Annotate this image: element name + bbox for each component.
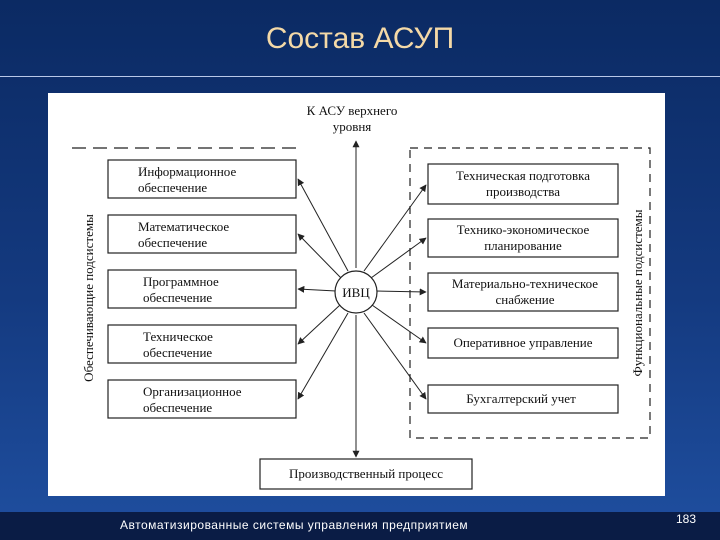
svg-text:Информационное: Информационное [138,164,236,179]
connector-arrows [297,140,427,458]
right-group-frame [409,147,651,439]
svg-text:Производственный процесс: Производственный процесс [289,466,443,481]
diagram-panel: Обеспечивающие подсистемы Функциональные… [48,93,665,496]
top-label-line-2: уровня [333,119,372,134]
left-box-2: Математическое обеспечение [107,214,297,254]
right-group-label: Функциональные подсистемы [630,209,645,376]
svg-text:Техническое: Техническое [143,329,213,344]
svg-text:Организационное: Организационное [143,384,242,399]
svg-text:Оперативное управление: Оперативное управление [453,335,592,350]
svg-text:обеспечение: обеспечение [143,345,212,360]
left-group-label: Обеспечивающие подсистемы [81,214,96,382]
left-box-1: Информационное обеспечение [107,159,297,199]
slide-title: Состав АСУП [265,22,455,55]
right-box-4: Оперативное управление [427,327,619,359]
bottom-box: Производственный процесс [259,458,473,490]
svg-text:ИВЦ: ИВЦ [342,285,370,300]
svg-text:Материально-техническое: Материально-техническое [452,276,598,291]
top-label-line-1: К АСУ верхнего [307,103,398,118]
center-node-ivc: ИВЦ [334,270,378,314]
structure-diagram: Обеспечивающие подсистемы Функциональные… [72,103,651,490]
right-box-1: Техническая подготовка производства [427,163,619,205]
left-box-3: Программное обеспечение [107,269,297,309]
svg-text:обеспечение: обеспечение [143,400,212,415]
footer-text: Автоматизированные системы управления пр… [120,518,469,532]
svg-text:Техническая подготовка: Техническая подготовка [456,168,590,183]
svg-text:Математическое: Математическое [138,219,229,234]
right-box-5: Бухгалтерский учет [427,384,619,414]
slide-number: 183 [676,512,697,526]
right-box-3: Материально-техническое снабжение [427,272,619,312]
svg-text:снабжение: снабжение [495,292,554,307]
svg-text:обеспечение: обеспечение [138,235,207,250]
svg-text:Технико-экономическое: Технико-экономическое [457,222,590,237]
right-box-2: Технико-экономическое планирование [427,218,619,258]
left-box-5: Организационное обеспечение [107,379,297,419]
svg-text:производства: производства [486,184,560,199]
svg-text:планирование: планирование [484,238,562,253]
footer-band [0,512,720,540]
title-divider [0,76,720,77]
svg-text:Программное: Программное [143,274,219,289]
svg-text:обеспечение: обеспечение [143,290,212,305]
svg-text:Бухгалтерский учет: Бухгалтерский учет [466,391,576,406]
left-box-4: Техническое обеспечение [107,324,297,364]
svg-text:обеспечение: обеспечение [138,180,207,195]
